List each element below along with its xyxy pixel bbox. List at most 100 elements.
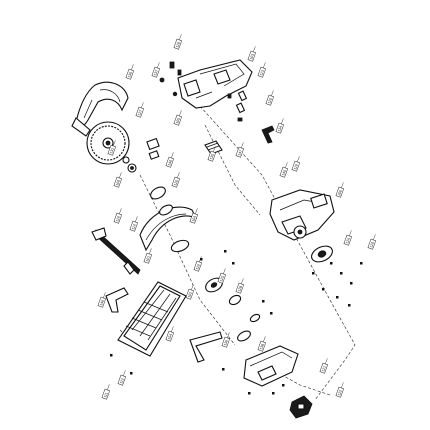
hex-key bbox=[261, 125, 275, 144]
callout-number: 146 bbox=[167, 159, 173, 166]
callout-c10: 105 bbox=[173, 110, 182, 126]
upper-blade-guard bbox=[71, 81, 129, 137]
callout-c19: 104 bbox=[189, 208, 198, 224]
callout-leader bbox=[263, 62, 266, 69]
callout-leader bbox=[179, 110, 182, 117]
callout-number: 105 bbox=[175, 117, 181, 124]
callout-c28: 140 bbox=[97, 292, 106, 308]
callout-number: 124 bbox=[345, 237, 351, 244]
callout-c33: 111 bbox=[101, 384, 110, 400]
part-callouts: 118 136 137 103 113 129 134 127 131 105 147 135 146 1… bbox=[97, 34, 376, 400]
callout-leader bbox=[325, 358, 328, 365]
callout-c20: 116 bbox=[113, 208, 122, 224]
callout-leader bbox=[341, 182, 344, 189]
callout-leader bbox=[199, 256, 202, 263]
saw-blade bbox=[86, 121, 130, 165]
callout-number: 131 bbox=[109, 147, 115, 154]
callout-leader bbox=[349, 230, 352, 237]
gear-pulley bbox=[311, 245, 333, 263]
callout-leader bbox=[171, 152, 174, 159]
callout-c22: 124 bbox=[343, 230, 352, 246]
callout-leader bbox=[119, 172, 122, 179]
callout-leader bbox=[271, 90, 274, 97]
callout-number: 114 bbox=[131, 224, 137, 231]
callout-number: 103 bbox=[249, 53, 255, 60]
callout-leader bbox=[123, 370, 126, 377]
callout-number: 134 bbox=[277, 125, 283, 132]
callout-number: 127 bbox=[137, 109, 143, 116]
callout-number: 118 bbox=[175, 42, 181, 49]
callout-number: 125 bbox=[219, 275, 225, 282]
callout-leader bbox=[253, 46, 256, 53]
callout-c15: 145 bbox=[279, 162, 288, 178]
callout-leader bbox=[223, 268, 226, 275]
callout-c35: 122 bbox=[335, 382, 344, 398]
callout-leader bbox=[281, 118, 284, 125]
handle-fasteners bbox=[159, 61, 248, 122]
motor-assembly bbox=[269, 189, 335, 241]
callout-c12: 135 bbox=[207, 146, 216, 162]
callout-number: 113 bbox=[259, 70, 265, 77]
callout-leader bbox=[213, 146, 216, 153]
callout-c17: 200 bbox=[335, 182, 344, 198]
callout-number: 154 bbox=[167, 333, 173, 340]
callout-leader bbox=[107, 384, 110, 391]
callout-number: 110 bbox=[195, 264, 201, 271]
callout-c23: 126 bbox=[367, 234, 376, 250]
callout-number: 139 bbox=[223, 339, 229, 346]
bevel-lever bbox=[105, 287, 129, 313]
callout-c2: 136 bbox=[125, 64, 134, 80]
callout-number: 116 bbox=[115, 216, 121, 223]
callout-c9: 131 bbox=[107, 140, 116, 156]
callout-c16: 119 bbox=[291, 156, 300, 172]
callout-number: 200 bbox=[337, 189, 343, 196]
callout-number: 140 bbox=[99, 299, 105, 306]
callout-leader bbox=[227, 332, 230, 339]
callout-leader bbox=[341, 382, 344, 389]
callout-c5: 113 bbox=[257, 62, 266, 78]
callout-number: 147 bbox=[237, 149, 243, 156]
callout-leader bbox=[113, 140, 116, 147]
callout-leader bbox=[195, 208, 198, 215]
callout-leader bbox=[177, 172, 180, 179]
callout-number: 111 bbox=[103, 392, 109, 399]
callout-leader bbox=[119, 208, 122, 215]
callout-leader bbox=[103, 292, 106, 299]
screws bbox=[110, 250, 363, 395]
callout-c13: 146 bbox=[165, 152, 174, 168]
callout-leader bbox=[157, 62, 160, 69]
clutch-spring bbox=[122, 137, 223, 173]
callout-c27: 102 bbox=[185, 284, 194, 300]
callout-number: 119 bbox=[293, 164, 299, 171]
callout-leader bbox=[297, 156, 300, 163]
switch-assembly bbox=[289, 395, 313, 419]
callout-number: 104 bbox=[191, 215, 197, 222]
callout-leader bbox=[373, 234, 376, 241]
battery-holder bbox=[243, 345, 299, 387]
callout-number: 136 bbox=[127, 71, 133, 78]
callout-c7: 134 bbox=[275, 118, 284, 134]
callout-leader bbox=[241, 142, 244, 149]
callout-number: 129 bbox=[267, 97, 273, 104]
callout-c30: 139 bbox=[221, 332, 230, 348]
callout-c8: 127 bbox=[135, 102, 144, 118]
callout-leader bbox=[135, 216, 138, 223]
flange-washers bbox=[150, 186, 261, 342]
callout-number: 112 bbox=[119, 378, 125, 385]
callout-leader bbox=[131, 64, 134, 71]
lower-blade-guard bbox=[139, 206, 198, 253]
callout-c24: 101 bbox=[143, 248, 152, 264]
callout-c18: 120 bbox=[171, 172, 180, 188]
callout-c3: 137 bbox=[151, 62, 160, 78]
callout-c36: 128 bbox=[235, 278, 244, 294]
callout-number: 120 bbox=[173, 179, 179, 186]
callout-leader bbox=[241, 278, 244, 285]
callout-c25: 110 bbox=[193, 256, 202, 272]
callout-c26: 125 bbox=[217, 268, 226, 284]
callout-leader bbox=[191, 284, 194, 291]
callout-number: 135 bbox=[209, 153, 215, 160]
callout-c21: 114 bbox=[129, 216, 138, 232]
callout-c11: 147 bbox=[235, 142, 244, 158]
callout-number: 106 bbox=[115, 179, 121, 186]
